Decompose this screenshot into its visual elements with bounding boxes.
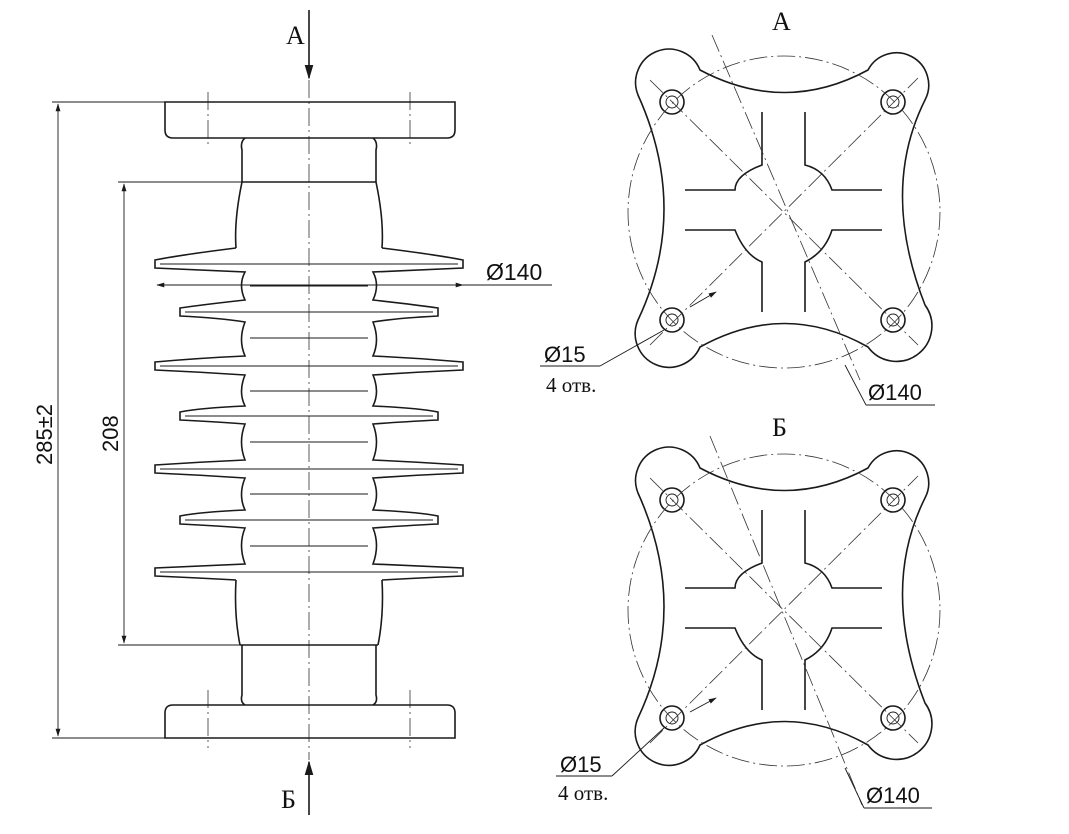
dim-body-height: 208 <box>98 415 123 452</box>
view-b-pcd: Ø140 <box>866 783 920 808</box>
view-b: Б Ø15 4 отв. Ø140 <box>556 413 941 809</box>
sheds <box>154 247 464 581</box>
view-b-title: Б <box>772 413 787 442</box>
dim-shed-diameter: Ø140 <box>486 259 542 285</box>
front-view: А Б 285±2 208 Ø140 <box>32 10 552 815</box>
view-a-hole-count: 4 отв. <box>546 373 596 397</box>
view-a-hole-dia: Ø15 <box>544 342 586 367</box>
view-a-pcd: Ø140 <box>868 380 922 405</box>
view-a-title: А <box>772 7 791 36</box>
dim-total-height: 285±2 <box>32 404 57 465</box>
view-b-hole-count: 4 отв. <box>558 781 608 805</box>
section-label-top: А <box>286 21 305 50</box>
view-a: А Ø15 4 отв. Ø140 <box>540 7 941 406</box>
section-label-bottom: Б <box>281 785 296 814</box>
view-b-hole-dia: Ø15 <box>560 752 602 777</box>
